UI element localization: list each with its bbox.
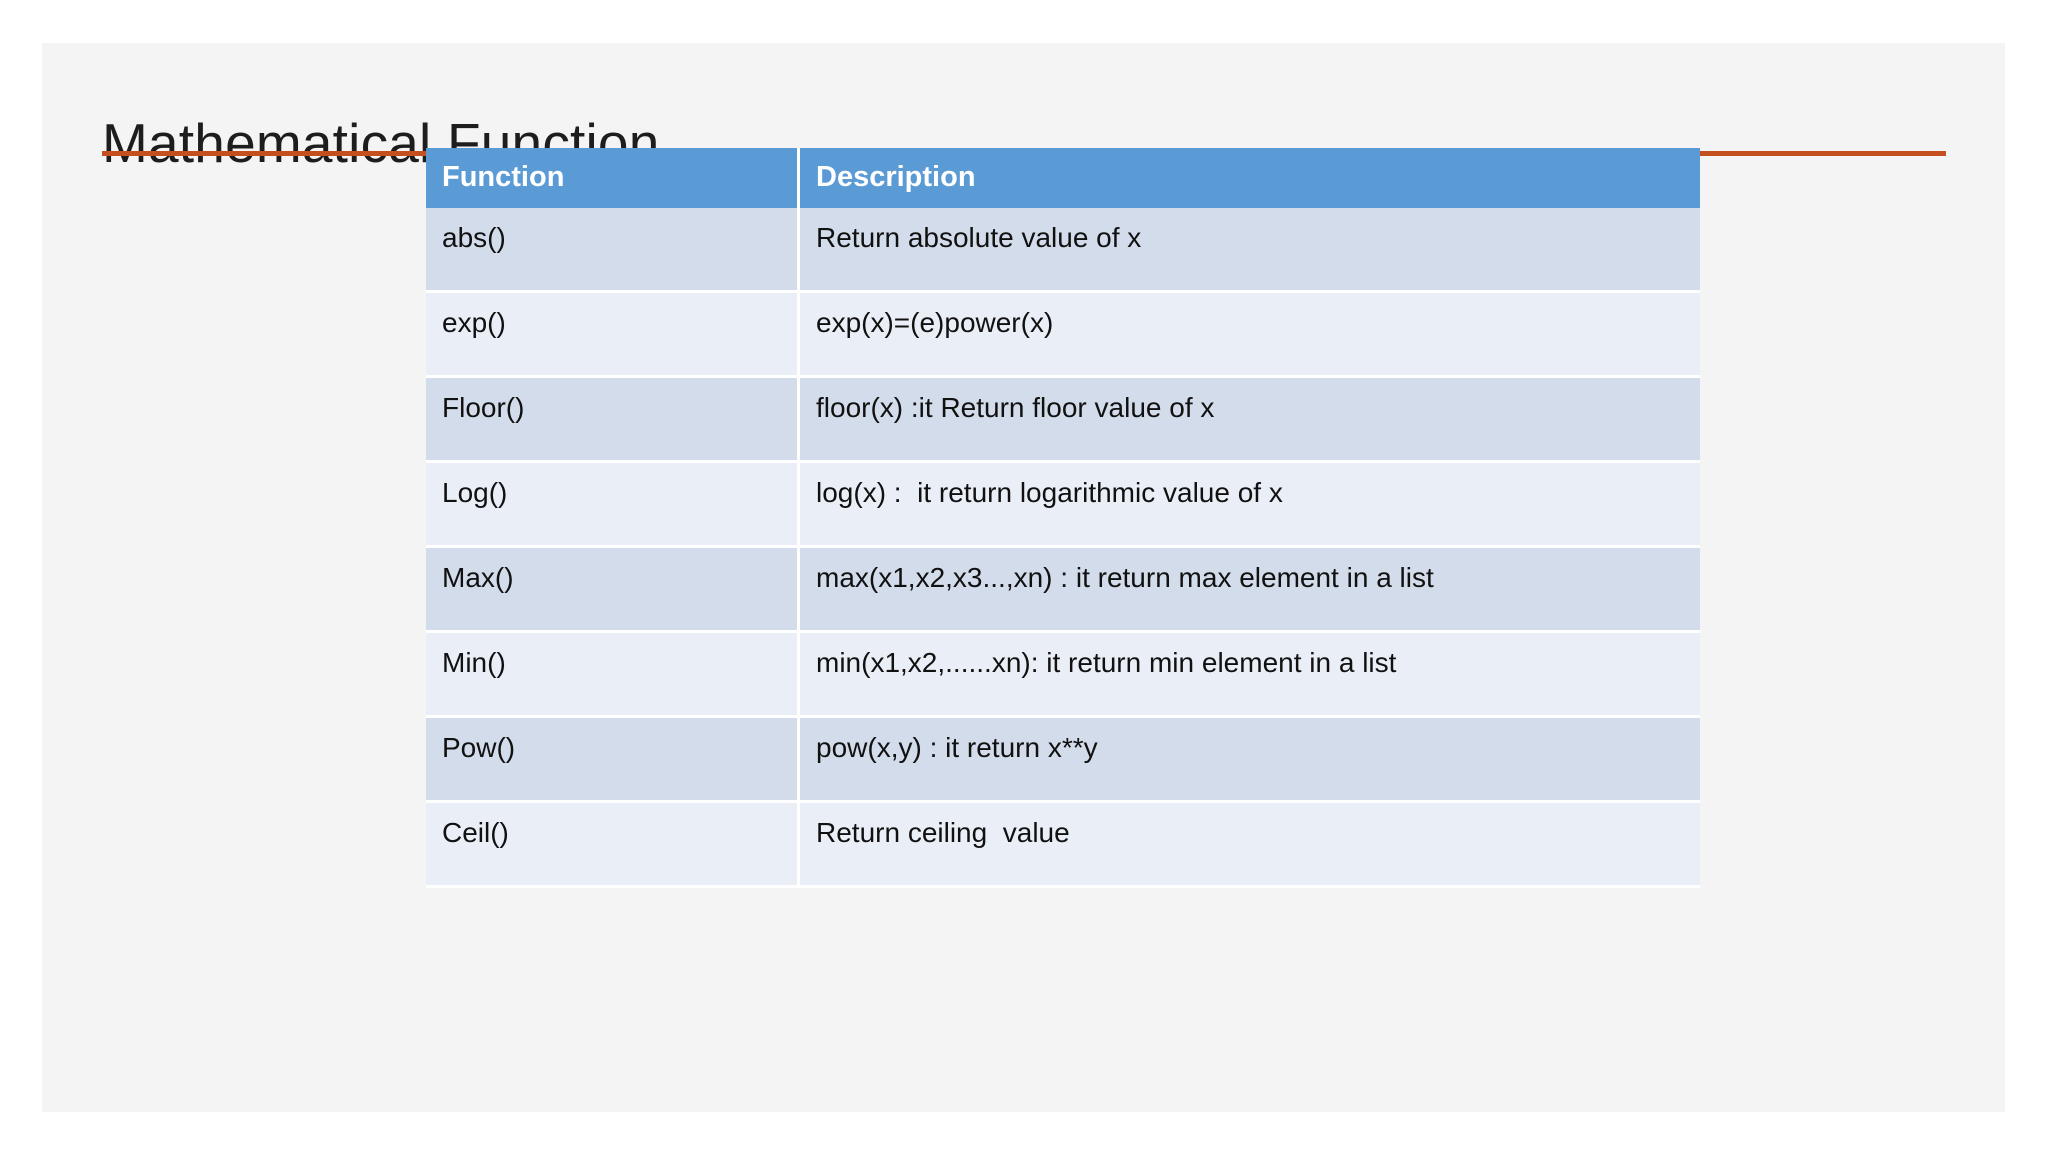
cell-description: Return ceiling value	[800, 803, 1700, 888]
table-header-row: Function Description	[426, 148, 1700, 208]
table-row: exp()exp(x)=(e)power(x)	[426, 293, 1700, 378]
column-header-description: Description	[800, 148, 1700, 208]
cell-description: max(x1,x2,x3...,xn) : it return max elem…	[800, 548, 1700, 633]
column-header-function: Function	[426, 148, 800, 208]
cell-function: Floor()	[426, 378, 800, 463]
cell-function: Max()	[426, 548, 800, 633]
table-row: Log()log(x) : it return logarithmic valu…	[426, 463, 1700, 548]
table-row: Pow()pow(x,y) : it return x**y	[426, 718, 1700, 803]
cell-description: floor(x) :it Return floor value of x	[800, 378, 1700, 463]
table-row: Max()max(x1,x2,x3...,xn) : it return max…	[426, 548, 1700, 633]
cell-description: Return absolute value of x	[800, 208, 1700, 293]
cell-function: Pow()	[426, 718, 800, 803]
math-function-table: Function Description abs()Return absolut…	[426, 148, 1700, 888]
table-row: abs()Return absolute value of x	[426, 208, 1700, 293]
table-header: Function Description	[426, 148, 1700, 208]
slide-canvas: Mathematical Function Function Descripti…	[42, 43, 2005, 1112]
cell-function: Log()	[426, 463, 800, 548]
cell-description: log(x) : it return logarithmic value of …	[800, 463, 1700, 548]
cell-function: abs()	[426, 208, 800, 293]
table-row: Ceil()Return ceiling value	[426, 803, 1700, 888]
cell-description: exp(x)=(e)power(x)	[800, 293, 1700, 378]
cell-function: Ceil()	[426, 803, 800, 888]
cell-function: exp()	[426, 293, 800, 378]
table-row: Floor()floor(x) :it Return floor value o…	[426, 378, 1700, 463]
cell-function: Min()	[426, 633, 800, 718]
cell-description: pow(x,y) : it return x**y	[800, 718, 1700, 803]
table-row: Min()min(x1,x2,......xn): it return min …	[426, 633, 1700, 718]
cell-description: min(x1,x2,......xn): it return min eleme…	[800, 633, 1700, 718]
